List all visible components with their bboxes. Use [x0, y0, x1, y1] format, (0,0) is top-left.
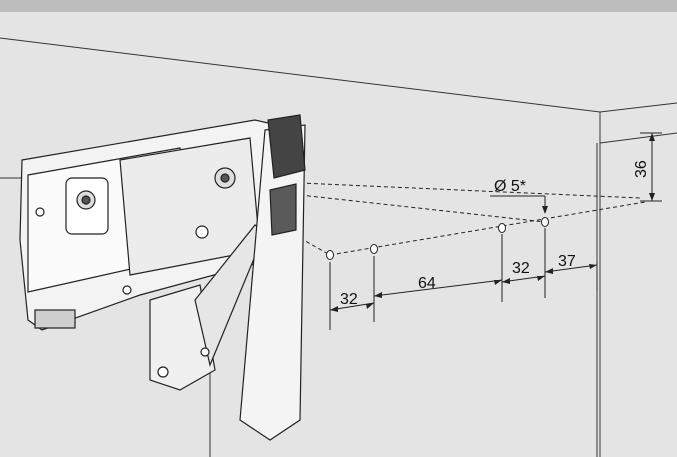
hole-diameter-label: Ø 5* [494, 178, 526, 195]
adjuster-screw-head [81, 195, 91, 205]
base-foot [34, 309, 76, 329]
front-clip [269, 183, 297, 236]
lift-mechanism [19, 114, 306, 441]
cabinet-panel [0, 37, 677, 457]
drill-hole [541, 217, 549, 227]
drill-hole [498, 223, 506, 233]
drill-hole [326, 250, 334, 260]
spacing-a-label: 32 [340, 291, 358, 308]
dimension-arrows [330, 133, 655, 312]
drill-holes [326, 217, 549, 260]
pivot-screw-head [220, 173, 230, 183]
spacing-b-label: 64 [418, 275, 436, 292]
spacing-c-label: 32 [512, 260, 530, 277]
top-offset-label: 36 [633, 160, 650, 178]
dimension-lines [329, 132, 662, 330]
pivot-hole [157, 366, 169, 378]
edge-offset-label: 37 [558, 253, 576, 270]
pivot-hole [195, 225, 209, 239]
mounting-hole [35, 207, 45, 217]
top-clip [267, 114, 306, 179]
mounting-hole [122, 285, 132, 295]
hole-reference-lines [299, 182, 646, 256]
drill-hole [370, 244, 378, 254]
pivot-hole [200, 347, 210, 357]
top-bar [0, 0, 677, 12]
